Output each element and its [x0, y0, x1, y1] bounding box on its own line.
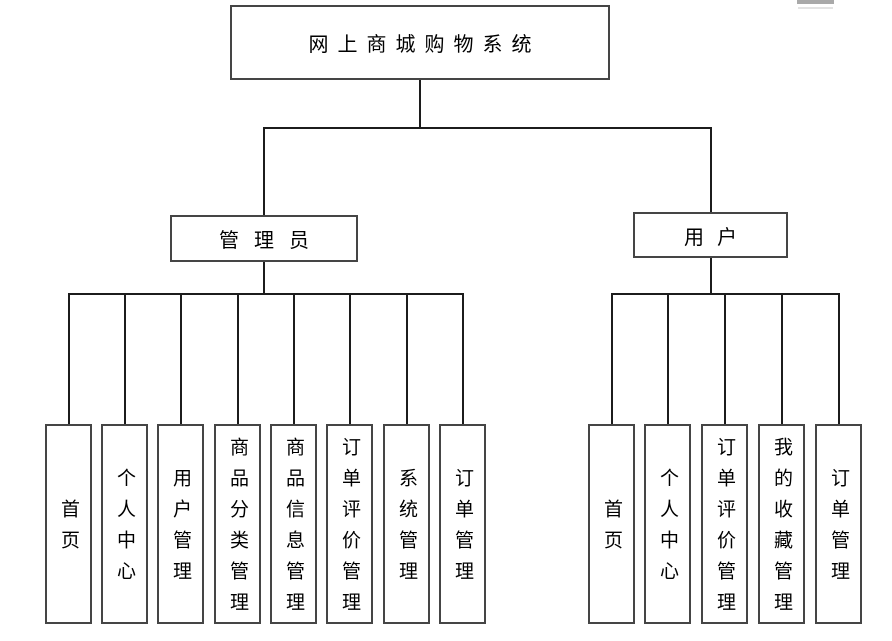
node-user-child-order-management: 订单管理	[815, 424, 862, 624]
node-user-child-personal-center: 个人中心	[644, 424, 691, 624]
node-admin-child-order-management: 订单管理	[439, 424, 486, 624]
connector-admin-child-drop	[124, 293, 126, 424]
connector-user-drop	[710, 127, 712, 212]
screenshot-artifact-bar	[797, 0, 834, 4]
connector-admin-child-drop	[180, 293, 182, 424]
connector-admin-child-drop	[293, 293, 295, 424]
node-admin-label: 管理员	[219, 230, 324, 252]
connector-admin-child-drop	[462, 293, 464, 424]
node-user-label: 用户	[684, 226, 750, 249]
connector-admin-child-drop	[68, 293, 70, 424]
node-admin-child-product-category-management: 商品分类管理	[214, 424, 261, 624]
leaf-label: 商品分类管理	[227, 437, 248, 623]
connector-user-child-drop	[781, 293, 783, 424]
leaf-label: 系统管理	[396, 468, 417, 592]
leaf-label: 首页	[601, 499, 622, 561]
leaf-label: 订单管理	[828, 468, 849, 592]
connector-user-child-drop	[724, 293, 726, 424]
node-admin-child-system-management: 系统管理	[383, 424, 430, 624]
leaf-label: 首页	[58, 499, 79, 561]
connector-user-stem	[710, 258, 712, 294]
connector-level1-bus	[263, 127, 712, 129]
connector-admin-bus	[68, 293, 463, 295]
connector-admin-child-drop	[349, 293, 351, 424]
connector-admin-child-drop	[237, 293, 239, 424]
node-admin-child-user-management: 用户管理	[157, 424, 204, 624]
connector-user-child-drop	[667, 293, 669, 424]
connector-admin-child-drop	[406, 293, 408, 424]
screenshot-artifact-bar-faint	[798, 7, 833, 9]
connector-admin-stem	[263, 262, 265, 294]
leaf-label: 订单评价管理	[714, 437, 735, 623]
connector-admin-drop	[263, 127, 265, 215]
node-admin-child-home: 首页	[45, 424, 92, 624]
node-user-child-order-review-management: 订单评价管理	[701, 424, 748, 624]
node-root-label: 网上商城购物系统	[308, 34, 541, 56]
leaf-label: 个人中心	[114, 468, 135, 592]
leaf-label: 订单管理	[452, 468, 473, 592]
connector-user-child-drop	[611, 293, 613, 424]
node-user-child-home: 首页	[588, 424, 635, 624]
node-root: 网上商城购物系统	[230, 5, 610, 80]
node-admin-child-product-info-management: 商品信息管理	[270, 424, 317, 624]
connector-user-child-drop	[838, 293, 840, 424]
node-admin-child-personal-center: 个人中心	[101, 424, 148, 624]
leaf-label: 我的收藏管理	[771, 437, 792, 623]
leaf-label: 商品信息管理	[283, 437, 304, 623]
node-admin: 管理员	[170, 215, 358, 262]
leaf-label: 个人中心	[657, 468, 678, 592]
node-user-child-my-favorites-management: 我的收藏管理	[758, 424, 805, 624]
leaf-label: 用户管理	[170, 468, 191, 592]
connector-root-stem	[419, 80, 421, 128]
node-user: 用户	[633, 212, 788, 258]
node-admin-child-order-review-management: 订单评价管理	[326, 424, 373, 624]
leaf-label: 订单评价管理	[339, 437, 360, 623]
